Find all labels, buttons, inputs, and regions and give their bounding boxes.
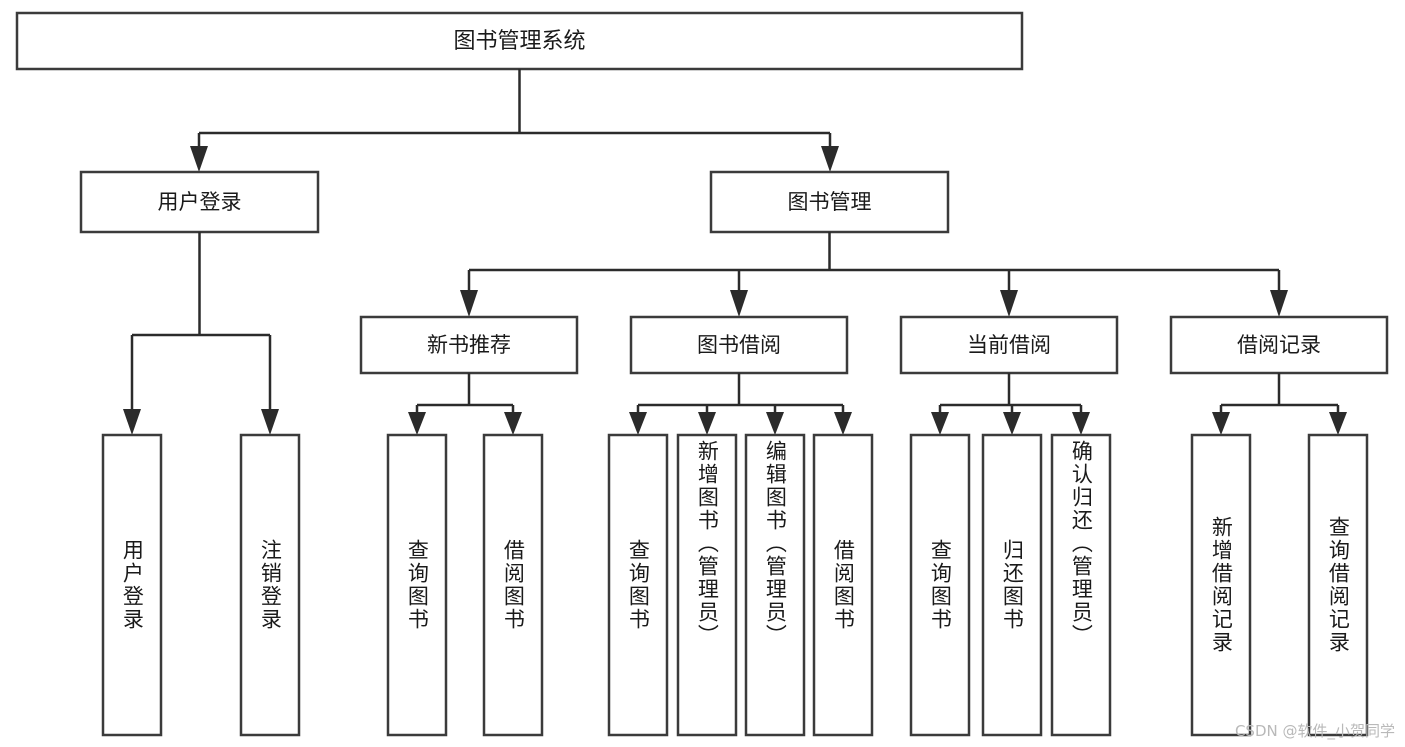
new-book-rec-box[interactable]: [359, 315, 579, 375]
arrow-to-leaf-cur-return: [1003, 412, 1021, 435]
leaf-boxes: [101, 433, 1369, 737]
user-login-box[interactable]: [79, 170, 320, 234]
arrow-to-leaf-user-login: [123, 409, 141, 435]
arrow-to-leaf-rec-borrow: [504, 412, 522, 435]
leaf-box-rec-add[interactable]: [1190, 433, 1252, 737]
leaf-box-cur-return[interactable]: [981, 433, 1043, 737]
arrow-to-leaf-rec-query2: [1329, 412, 1347, 435]
connector-book-borrow-to-leaves: [629, 373, 852, 435]
arrow-to-leaf-borrow-edit: [766, 412, 784, 435]
node-new-book-rec[interactable]: 新书推荐: [359, 315, 579, 375]
user-login-label: 用户登录: [158, 190, 242, 214]
arrow-to-leaf-borrow-lend: [834, 412, 852, 435]
leaf-box-borrow-lend[interactable]: [812, 433, 874, 737]
connector-borrow-record-to-leaves: [1212, 373, 1347, 435]
node-current-borrow[interactable]: 当前借阅: [899, 315, 1119, 375]
arrow-to-leaf-borrow-query: [629, 412, 647, 435]
arrow-to-borrow-record: [1270, 290, 1288, 317]
arrow-to-current-borrow: [1000, 290, 1018, 317]
leaf-box-borrow-add[interactable]: [676, 433, 738, 737]
leaf-box-user-login[interactable]: [101, 433, 163, 737]
book-borrow-label: 图书借阅: [697, 333, 781, 357]
leaf-box-borrow-edit[interactable]: [744, 433, 806, 737]
arrow-to-leaf-rec-add: [1212, 412, 1230, 435]
leaf-box-rec-query2[interactable]: [1307, 433, 1369, 737]
current-borrow-box[interactable]: [899, 315, 1119, 375]
node-book-manage[interactable]: 图书管理: [709, 170, 950, 234]
arrow-to-leaf-user-logout: [261, 409, 279, 435]
connector-root-to-level2: [190, 69, 839, 172]
leaf-box-cur-confirm[interactable]: [1050, 433, 1112, 737]
watermark-text: CSDN @软件_小贺同学: [1234, 722, 1395, 740]
connector-book-manage-to-level3: [460, 232, 1288, 317]
connector-current-borrow-to-leaves: [931, 373, 1090, 435]
arrow-to-leaf-rec-query: [408, 412, 426, 435]
leaf-box-cur-query[interactable]: [909, 433, 971, 737]
node-root[interactable]: 图书管理系统: [15, 11, 1024, 71]
connector-user-login-to-leaves: [123, 232, 279, 435]
root-box[interactable]: [15, 11, 1024, 71]
node-book-borrow[interactable]: 图书借阅: [629, 315, 849, 375]
arrow-to-book-manage: [821, 146, 839, 172]
root-label: 图书管理系统: [453, 29, 585, 54]
arrow-to-leaf-borrow-add: [698, 412, 716, 435]
node-user-login[interactable]: 用户登录: [79, 170, 320, 234]
arrow-to-user-login: [190, 146, 208, 172]
arrow-to-leaf-cur-confirm: [1072, 412, 1090, 435]
book-manage-label: 图书管理: [788, 190, 872, 214]
leaf-box-user-logout[interactable]: [239, 433, 301, 737]
node-borrow-record[interactable]: 借阅记录: [1169, 315, 1389, 375]
new-book-rec-label: 新书推荐: [427, 333, 511, 357]
current-borrow-label: 当前借阅: [967, 333, 1051, 357]
connector-new-book-rec-to-leaves: [408, 373, 522, 435]
borrow-record-label: 借阅记录: [1237, 333, 1321, 357]
arrow-to-book-borrow: [730, 290, 748, 317]
leaf-box-rec-query[interactable]: [386, 433, 448, 737]
leaf-box-rec-borrow[interactable]: [482, 433, 544, 737]
arrow-to-leaf-cur-query: [931, 412, 949, 435]
leaf-box-borrow-query[interactable]: [607, 433, 669, 737]
arrow-to-new-book-rec: [460, 290, 478, 317]
